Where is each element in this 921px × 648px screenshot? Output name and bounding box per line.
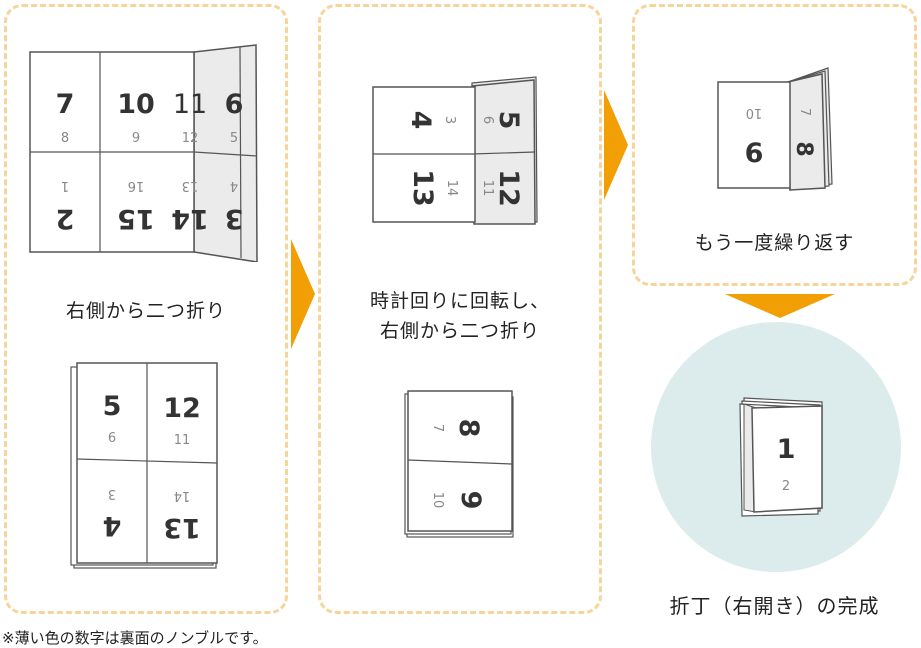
caption-step2-line2: 右側から二つ折り <box>379 320 540 342</box>
s1-t0-big: 7 <box>56 89 75 120</box>
finished-signature: 1 2 <box>739 397 823 517</box>
step1-panel <box>4 4 288 614</box>
s1-b0-small: 1 <box>61 178 69 193</box>
arrow-down <box>725 294 835 318</box>
s5-r-small: 7 <box>797 108 812 116</box>
caption-step3: もう一度繰り返す <box>694 232 855 254</box>
s3-l0-big: 4 <box>405 111 436 130</box>
sheet-rotated: 4 3 13 14 5 6 12 11 <box>372 76 538 225</box>
caption-final: 折丁（右開き）の完成 <box>669 594 880 618</box>
footnote: ※薄い色の数字は裏面のノンブルです。 <box>2 629 268 647</box>
s4-t-big: 8 <box>453 419 484 438</box>
s1-t2-big: 11 <box>173 89 207 120</box>
s1-b3-big: 3 <box>225 203 244 234</box>
s3-r1-big: 12 <box>493 169 524 207</box>
s2-b0-small: 3 <box>108 486 116 501</box>
s1-t1-small: 9 <box>132 131 140 146</box>
s2-t1-big: 12 <box>163 393 201 424</box>
s5-l-big: 6 <box>745 138 764 169</box>
s1-t3-small: 5 <box>230 131 238 146</box>
s1-t3-big: 6 <box>225 89 244 120</box>
sheet-4-page: 8 7 9 10 <box>404 390 514 538</box>
arrow-right-1 <box>291 239 315 349</box>
s2-t0-big: 5 <box>103 391 122 422</box>
s1-t0-small: 8 <box>61 131 69 146</box>
step3-panel <box>632 4 917 286</box>
sheet-8-page: 5 6 12 11 4 3 13 14 <box>70 362 218 569</box>
s3-l0-small: 3 <box>442 116 457 124</box>
s4-t-small: 7 <box>430 424 445 432</box>
sheet-fold-repeat: 6 10 8 7 <box>717 67 833 191</box>
s2-b1-small: 14 <box>174 488 191 503</box>
s3-r1-small: 11 <box>480 180 495 197</box>
caption-step2-line1: 時計回りに回転し、 <box>369 290 550 312</box>
s1-b1-small: 16 <box>128 178 145 193</box>
caption-step1: 右側から二つ折り <box>65 300 226 322</box>
s1-b3-small: 4 <box>230 178 238 193</box>
s1-b2-small: 13 <box>182 178 199 193</box>
s5-r-big: 8 <box>791 141 816 156</box>
s4-b-big: 9 <box>455 491 486 510</box>
s1-t1-big: 10 <box>117 89 155 120</box>
s1-t2-small: 12 <box>182 131 199 146</box>
s2-b0-big: 4 <box>103 510 122 541</box>
s4-b-small: 10 <box>430 492 445 509</box>
sheet-16-page: 7 8 10 9 11 12 6 5 2 1 15 16 14 13 3 4 <box>29 44 258 262</box>
s1-b1-big: 15 <box>117 203 155 234</box>
s2-t0-small: 6 <box>108 431 116 446</box>
s1-b2-big: 14 <box>171 203 209 234</box>
arrow-right-2 <box>604 90 628 200</box>
s3-l1-small: 14 <box>444 180 459 197</box>
book-front-page: 1 <box>777 434 796 465</box>
book-back-page: 2 <box>782 479 790 494</box>
s3-r0-big: 5 <box>493 111 524 130</box>
caption-step2: 時計回りに回転し、 右側から二つ折り <box>318 286 602 346</box>
s5-l-small: 10 <box>746 105 763 120</box>
step2-panel <box>318 4 602 614</box>
s2-b1-big: 13 <box>163 512 201 543</box>
s1-b0-big: 2 <box>56 203 75 234</box>
s3-r0-small: 6 <box>480 116 495 124</box>
s3-l1-big: 13 <box>407 169 438 207</box>
s2-t1-small: 11 <box>174 433 191 448</box>
